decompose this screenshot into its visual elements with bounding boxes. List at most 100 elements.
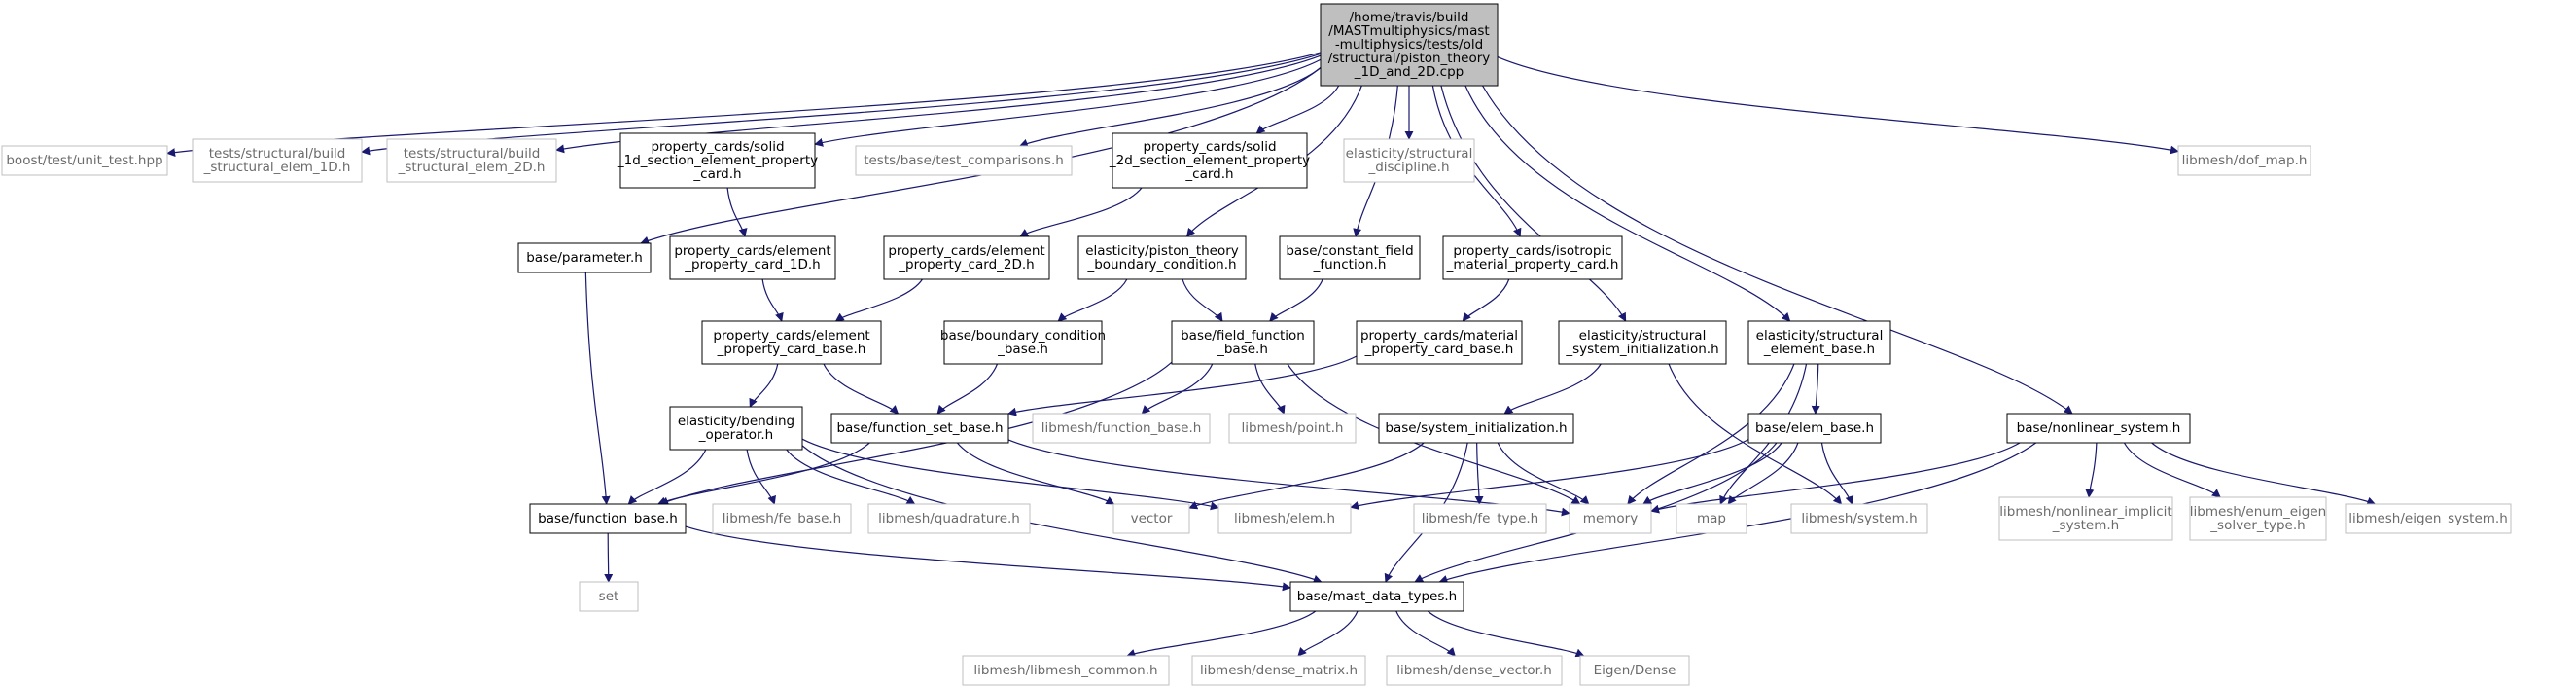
node-label-line: libmesh/quadrature.h xyxy=(878,511,1020,526)
node-tests_elem_1d: tests/structural/build_structural_elem_1… xyxy=(192,138,363,183)
node-function_set_base[interactable]: base/function_set_base.h xyxy=(830,413,1009,444)
node-label-line: /structural/piston_theory xyxy=(1328,51,1491,66)
node-label-line: _property_card_base.h xyxy=(1364,342,1514,357)
node-box xyxy=(1077,235,1247,280)
edge-field_function-to-lm_point xyxy=(1254,363,1286,415)
node-map: map xyxy=(1676,503,1747,534)
node-box xyxy=(1413,503,1547,534)
node-label-line: base/function_base.h xyxy=(538,511,678,526)
node-solid_1d[interactable]: property_cards/solid_1d_section_element_… xyxy=(617,132,818,189)
node-label-line: tests/structural/build xyxy=(209,146,346,162)
node-label-line: property_cards/element xyxy=(674,243,830,259)
edge-field_function-to-memory xyxy=(1287,363,1581,505)
node-label-line: base/system_initialization.h xyxy=(1385,420,1567,436)
node-box xyxy=(386,138,557,183)
node-lm_dense_matrix: libmesh/dense_matrix.h xyxy=(1191,655,1366,686)
edge-field_function-to-lm_function_base xyxy=(1141,363,1214,415)
edge-bending-to-lm_elem xyxy=(801,438,1219,511)
node-label-line: _1D_and_2D.cpp xyxy=(1354,64,1464,80)
node-box xyxy=(1112,503,1190,534)
node-system_init[interactable]: base/system_initialization.h xyxy=(1378,413,1574,444)
node-lm_point: libmesh/point.h xyxy=(1228,413,1357,444)
node-mpc_base[interactable]: property_cards/material_property_card_ba… xyxy=(1356,320,1523,365)
node-label-line: _base.h xyxy=(1217,342,1268,357)
node-label-line: _element_base.h xyxy=(1763,342,1875,357)
edge-function_base-to-set xyxy=(604,532,614,583)
node-box xyxy=(1,145,168,176)
edge-root-to-dof_map xyxy=(1497,56,2179,155)
node-isotropic[interactable]: property_cards/isotropic_material_proper… xyxy=(1442,235,1623,280)
node-piston_bc[interactable]: elasticity/piston_theory_boundary_condit… xyxy=(1077,235,1247,280)
node-label-line: _function.h xyxy=(1313,257,1387,272)
node-epc_2d[interactable]: property_cards/element_property_card_2D.… xyxy=(883,235,1050,280)
node-memory: memory xyxy=(1569,503,1652,534)
node-constant_field[interactable]: base/constant_field_function.h xyxy=(1279,235,1421,280)
node-solid_2d[interactable]: property_cards/solid_2d_section_element_… xyxy=(1109,132,1310,189)
node-label-line: base/constant_field xyxy=(1286,243,1413,259)
node-function_base[interactable]: base/function_base.h xyxy=(529,503,687,534)
node-label-line: _system.h xyxy=(2052,518,2119,533)
node-structural_discipline: elasticity/structural_discipline.h xyxy=(1343,138,1475,183)
edge-epc_2d-to-epc_base xyxy=(834,278,923,322)
node-box xyxy=(1343,138,1475,183)
node-lm_nonlinear_implicit: libmesh/nonlinear_implicit_system.h xyxy=(1998,496,2173,541)
node-lm_elem: libmesh/elem.h xyxy=(1217,503,1352,534)
edge-piston_bc-to-bc_base xyxy=(1057,278,1128,322)
node-label-line: tests/base/test_comparisons.h xyxy=(864,153,1064,168)
node-box xyxy=(855,145,1073,176)
node-label-line: base/elem_base.h xyxy=(1755,420,1874,436)
node-seb[interactable]: elasticity/structural_element_base.h xyxy=(1747,320,1891,365)
node-label-line: libmesh/enum_eigen xyxy=(2190,504,2326,520)
edge-mast_data_types-to-lm_libmesh_common xyxy=(1126,610,1317,658)
node-box xyxy=(943,320,1103,365)
node-epc_1d[interactable]: property_cards/element_property_card_1D.… xyxy=(669,235,836,280)
node-label-line: _1d_section_element_property xyxy=(617,153,818,168)
node-label-line: property_cards/solid xyxy=(1143,139,1276,155)
edge-root-to-solid_1d xyxy=(814,58,1322,147)
edge-mast_data_types-to-lm_dense_matrix xyxy=(1297,610,1359,657)
node-box xyxy=(669,235,836,280)
node-epc_base[interactable]: property_cards/element_property_card_bas… xyxy=(701,320,882,365)
node-box xyxy=(883,235,1050,280)
edge-root-to-ssi xyxy=(1440,85,1627,322)
node-field_function[interactable]: base/field_function_base.h xyxy=(1171,320,1315,365)
node-label-line: libmesh/dense_vector.h xyxy=(1396,663,1552,678)
edge-mpc_base-to-function_set_base xyxy=(1007,355,1358,416)
node-ssi[interactable]: elasticity/structural_system_initializat… xyxy=(1558,320,1727,365)
node-label-line: libmesh/fe_base.h xyxy=(723,511,842,526)
edge-piston_bc-to-field_function xyxy=(1182,278,1223,322)
node-label-line: elasticity/structural xyxy=(1756,328,1884,344)
edge-mast_data_types-to-lm_dense_vector xyxy=(1395,610,1456,657)
edge-elem_base-to-lm_elem xyxy=(1350,439,1749,510)
edge-seb-to-memory xyxy=(1627,363,1795,505)
node-root[interactable]: /home/travis/build/MASTmultiphysics/mast… xyxy=(1320,3,1499,87)
node-label-line: _card.h xyxy=(692,166,741,182)
node-box xyxy=(1378,413,1574,444)
node-nonlinear_system[interactable]: base/nonlinear_system.h xyxy=(2006,413,2191,444)
node-box xyxy=(669,406,803,451)
edge-mast_data_types-to-eigen_dense xyxy=(1427,610,1585,658)
node-label-line: base/parameter.h xyxy=(526,250,643,266)
edge-root-to-test_comparisons xyxy=(1018,67,1322,148)
node-label-line: libmesh/eigen_system.h xyxy=(2348,511,2508,526)
node-label-line: _card.h xyxy=(1184,166,1233,182)
node-label-line: libmesh/function_base.h xyxy=(1041,420,1202,436)
node-mast_data_types[interactable]: base/mast_data_types.h xyxy=(1289,581,1464,612)
node-parameter[interactable]: base/parameter.h xyxy=(517,242,652,273)
edge-system_init-to-memory xyxy=(1497,442,1590,505)
node-label-line: libmesh/libmesh_common.h xyxy=(973,663,1157,678)
node-bending[interactable]: elasticity/bending_operator.h xyxy=(669,406,803,451)
node-label-line: base/nonlinear_system.h xyxy=(2017,420,2181,436)
node-label-line: base/field_function xyxy=(1181,328,1305,344)
node-box xyxy=(1032,413,1211,444)
node-label-line: memory xyxy=(1583,511,1638,526)
node-lm_fe_base: libmesh/fe_base.h xyxy=(712,503,852,534)
edge-root-to-nonlinear_system xyxy=(1482,85,2073,415)
node-lm_enum_eigen: libmesh/enum_eigen_solver_type.h xyxy=(2189,496,2327,541)
node-bc_base[interactable]: base/boundary_condition_base.h xyxy=(940,320,1106,365)
edge-bending-to-lm_quadrature xyxy=(786,449,916,505)
node-elem_base[interactable]: base/elem_base.h xyxy=(1747,413,1882,444)
node-boost_unit_test: boost/test/unit_test.hpp xyxy=(1,145,168,176)
node-box xyxy=(192,138,363,183)
